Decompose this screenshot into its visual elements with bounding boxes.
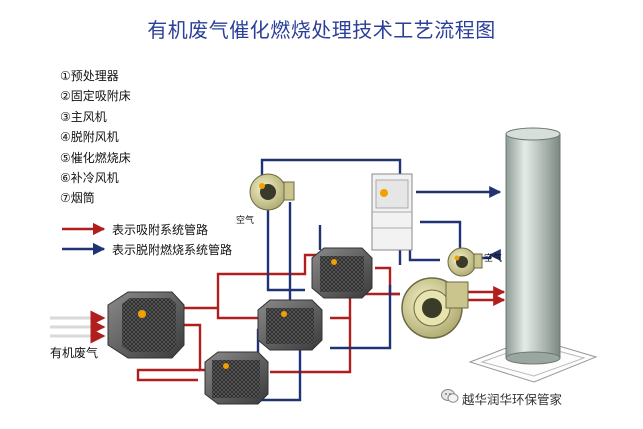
air-label-2: 空气 [484,254,503,264]
desorption-legend-label: 表示脱附燃烧系统管路 [112,243,233,257]
adsorption-pipes [136,253,506,382]
component-item: ②固定吸附床 [60,89,131,104]
cooling-fan [447,247,483,277]
pre-processor [107,291,185,359]
page-title: 有机废气催化燃烧处理技术工艺流程图 [147,18,496,42]
inlet-arrows [50,310,106,344]
desorption-fan [249,173,295,211]
component-item: ③主风机 [60,109,107,124]
catalytic-combustion-bed [371,173,413,251]
component-item: ⑥补冷风机 [60,171,119,186]
inlet-label: 有机废气 [50,346,99,360]
component-item: ⑦烟筒 [60,191,95,206]
adsorption-bed [257,299,323,351]
component-item: ⑤催化燃烧床 [60,150,131,165]
air-label-1: 空气 [236,216,255,226]
adsorption-bed [311,247,373,299]
adsorption-legend-label: 表示吸附系统管路 [112,223,209,237]
chimney [505,127,561,365]
wechat-icon [441,389,459,403]
adsorption-bed [204,351,269,405]
watermark: 越华润华环保管家 [462,392,563,407]
component-list: ①预处理器 ②固定吸附床 ③主风机 ④脱附风机 ⑤催化燃烧床 ⑥补冷风机 ⑦烟筒 [60,66,131,209]
component-item: ①预处理器 [60,69,119,83]
component-item: ④脱附风机 [60,130,119,145]
main-fan [401,277,469,339]
